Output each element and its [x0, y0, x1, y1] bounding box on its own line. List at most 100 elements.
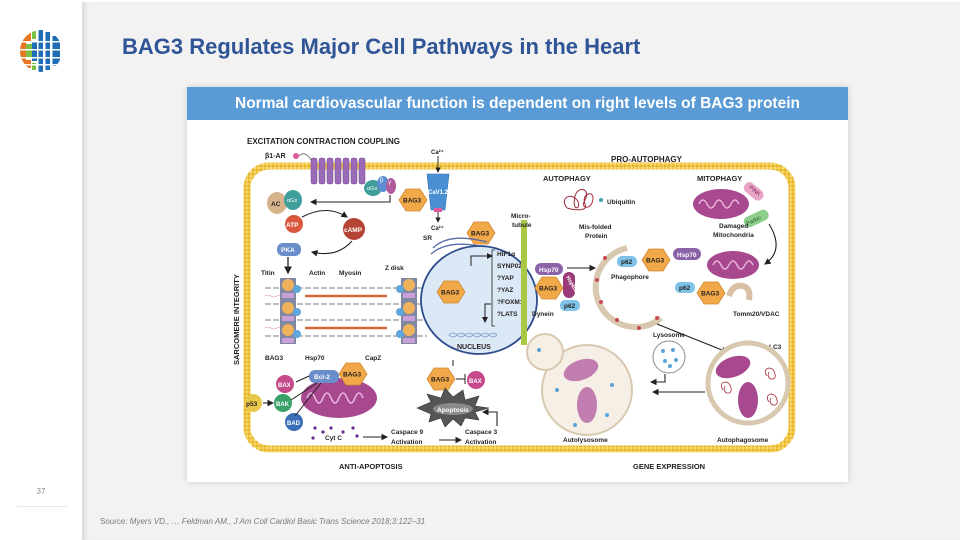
organization-logo-icon: [20, 30, 62, 72]
damaged-mitochondria: [693, 189, 749, 219]
label-sr: SR: [423, 235, 432, 242]
label-autophagosome: Autophagosome: [717, 437, 769, 444]
p62-node-mitophagy: p62: [675, 282, 695, 293]
label-titin: Titin: [261, 270, 275, 277]
slide-left-rail: 37: [0, 0, 82, 540]
svg-text:BAG3: BAG3: [539, 286, 557, 293]
label-ca-in: Ca²⁺: [431, 149, 444, 156]
lysosome: [652, 340, 686, 374]
sarcomere: [264, 278, 427, 344]
svg-text:αGs: αGs: [287, 198, 297, 204]
svg-text:BAX: BAX: [469, 379, 482, 385]
label-damaged-2: Mitochondria: [713, 232, 754, 239]
cytochrome-c: [311, 426, 359, 440]
svg-text:BAG3: BAG3: [403, 198, 421, 205]
bad-node: BAD: [285, 413, 303, 431]
label-misfolded-2: Protein: [585, 233, 607, 240]
beta1-ar-receptor: [293, 153, 366, 185]
svg-text:Hsp70: Hsp70: [539, 267, 559, 274]
svg-text:BAG3: BAG3: [471, 231, 489, 238]
svg-text:p62: p62: [679, 285, 691, 292]
label-lysosome: Lysosome: [653, 332, 685, 339]
bcl2-node: Bcl-2: [309, 370, 339, 383]
label-casp9-2: Activation: [391, 439, 422, 446]
label-microtubule-2: tubule: [512, 222, 532, 229]
source-prefix: Source:: [100, 517, 130, 526]
svg-text:γ: γ: [388, 180, 391, 186]
source-citation: Source: Myers VD., … Feldman AM., J Am C…: [100, 517, 425, 526]
label-b1ar: β1-AR: [265, 153, 286, 160]
svg-text:Bcl-2: Bcl-2: [314, 374, 330, 381]
gene-item: ?FOXM1: [497, 299, 524, 306]
g-protein: αGs β γ: [364, 176, 396, 196]
label-hsp70-sarc: Hsp70: [305, 355, 325, 362]
section-autophagy: AUTOPHAGY: [543, 174, 591, 183]
pink-node: PINK: [743, 182, 764, 201]
label-capz: CapZ: [365, 355, 381, 362]
bag3-node-nucleus: BAG3: [436, 280, 466, 304]
phagophore: [592, 245, 663, 331]
figure-card: Normal cardiovascular function is depend…: [187, 87, 848, 482]
svg-text:BAG3: BAG3: [646, 258, 664, 265]
nucleus-gene-list: HIF1α SYNP02 ?YAP ?YAZ ?FOXM1 ?LATS: [497, 251, 524, 318]
svg-text:Apoptosis: Apoptosis: [437, 407, 469, 414]
slide-title: BAG3 Regulates Major Cell Pathways in th…: [122, 34, 641, 59]
label-myosin: Myosin: [339, 270, 361, 277]
p62-node-dynein: p62: [560, 300, 580, 311]
source-reference: Myers VD., … Feldman AM., J Am Coll Card…: [129, 517, 426, 526]
svg-text:β: β: [380, 178, 384, 184]
section-ecc: EXCITATION CONTRACTION COUPLING: [247, 137, 400, 146]
svg-text:αGs: αGs: [367, 186, 377, 192]
label-bag3-sarc: BAG3: [265, 355, 283, 362]
tomm20-vdac: [726, 282, 753, 301]
bax-node: BAX: [276, 375, 294, 393]
apoptosis-burst: Apoptosis: [416, 387, 490, 428]
bak-node: BAK: [274, 394, 292, 412]
page-number: 37: [36, 487, 46, 496]
bag3-node-mitophagy: BAG3: [696, 281, 726, 305]
section-sarcomere: SARCOMERE INTEGRITY: [232, 274, 241, 365]
hsp70-node-phagophore: Hsp70: [673, 248, 701, 260]
bag3-node-phagophore: BAG3: [641, 248, 671, 272]
p62-node-phagophore: p62: [617, 256, 637, 267]
label-cytc: Cyt C: [325, 435, 342, 442]
label-casp3-1: Caspace 3: [465, 429, 498, 436]
svg-text:AC: AC: [271, 201, 281, 208]
svg-text:PKA: PKA: [281, 247, 295, 254]
bax-node-b: BAX: [467, 371, 485, 389]
p53-node: p53: [244, 394, 262, 412]
bag3-node-ecc: BAG3: [398, 188, 428, 212]
section-anti-apoptosis: ANTI-APOPTOSIS: [339, 462, 403, 471]
bag3-node-apoptosis: BAG3: [338, 362, 368, 386]
svg-text:p62: p62: [564, 303, 576, 310]
page-number-divider: [17, 506, 67, 507]
label-lc3: LC3: [769, 344, 782, 351]
label-damaged-1: Damaged: [719, 223, 748, 230]
label-ca-out: Ca²⁺: [431, 225, 444, 232]
bag3-pathway-diagram: EXCITATION CONTRACTION COUPLING PRO-AUTO…: [232, 137, 796, 471]
svg-text:BAD: BAD: [287, 421, 301, 427]
svg-text:p62: p62: [621, 259, 633, 266]
svg-text:CaV1.2: CaV1.2: [428, 190, 449, 196]
bag3-node-bax: BAG3: [426, 367, 456, 391]
label-microtubule: Micro-: [511, 213, 531, 220]
figure-banner: Normal cardiovascular function is depend…: [187, 87, 848, 120]
adenylyl-cyclase: AC αGs: [267, 190, 302, 214]
mitochondria-tagged: [707, 251, 759, 279]
label-nucleus: NUCLEUS: [457, 344, 491, 351]
bag3-node-dynein: BAG3: [534, 276, 564, 300]
section-mitophagy: MITOPHAGY: [697, 174, 742, 183]
autolysosome: [526, 333, 633, 436]
misfolded-protein: [563, 188, 594, 211]
gene-item: SYNP02: [497, 263, 522, 270]
svg-text:ATP: ATP: [286, 222, 299, 229]
microtubule: [521, 220, 527, 345]
label-casp3-2: Activation: [465, 439, 496, 446]
svg-text:BAX: BAX: [278, 383, 291, 389]
label-actin: Actin: [309, 270, 325, 277]
svg-text:p53: p53: [246, 401, 258, 408]
autophagosome: [705, 340, 791, 426]
apoptosis-mitochondria: [301, 378, 377, 418]
section-gene-expression: GENE EXPRESSION: [633, 462, 705, 471]
label-autolysosome: Autolysosome: [563, 437, 608, 444]
